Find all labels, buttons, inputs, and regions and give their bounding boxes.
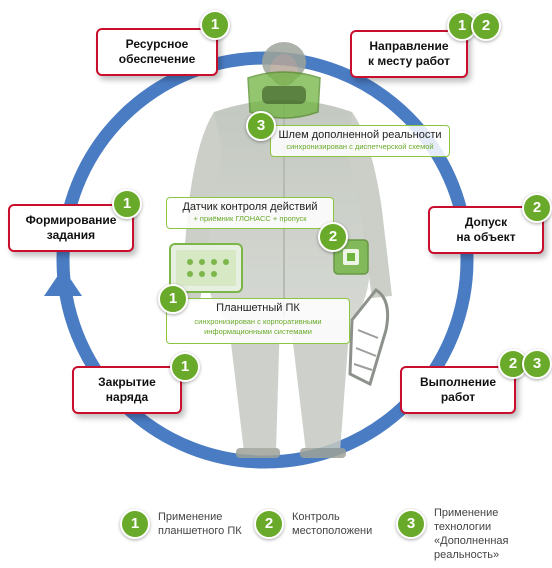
stage-closing-line-2: наряда [105, 390, 149, 404]
legend-text-1-line-2: планшетного ПК [158, 525, 242, 537]
stage-tasking-line-2: задания [46, 228, 96, 242]
stage-direction-line-1: Направление [369, 39, 449, 53]
legend-badge-3: 3 [396, 509, 426, 539]
stage-direction-badge-2: 2 [471, 11, 501, 41]
stage-execution-line-1: Выполнение [419, 375, 497, 389]
callout-sensor-badge: 2 [318, 222, 348, 252]
callout-tablet-badge: 1 [158, 284, 188, 314]
stage-tasking-line-1: Формирование [25, 213, 117, 227]
ar-helmet-visor-icon [247, 71, 321, 119]
stage-admission-badge: 2 [522, 193, 552, 223]
stage-admission-line-2: на объект [456, 230, 516, 244]
stage-resource-badge: 1 [200, 10, 230, 40]
stage-resource-line-1: Ресурсное [125, 37, 189, 51]
legend-badge-1: 1 [120, 509, 150, 539]
legend-text-3-line-1: Применение [434, 507, 499, 519]
stage-closing-line-1: Закрытие [98, 375, 156, 389]
stage-execution-badge-2: 3 [522, 349, 552, 379]
cycle-arrow-icon [44, 268, 82, 296]
tablet-pc-device-icon [169, 243, 243, 293]
stage-execution-line-2: работ [440, 390, 476, 404]
callout-helmet-title: Шлем дополненной реальности [278, 129, 442, 141]
callout-sensor-title: Датчик контроля действий [182, 201, 318, 213]
callout-helmet-badge: 3 [246, 111, 276, 141]
legend-text-3-line-3: «Дополненная [434, 535, 509, 547]
legend-text-2: Контроль местоположени [292, 510, 372, 538]
callout-tablet-subtitle-line-1: синхронизирован с корпоративными [194, 317, 322, 326]
stage-direction-line-2: к месту работ [368, 54, 450, 68]
legend-text-1: Применение планшетного ПК [158, 510, 242, 538]
callout-tablet-subtitle-line-2: информационными системами [204, 327, 312, 336]
stage-tasking-badge: 1 [112, 189, 142, 219]
stage-execution-badge-1: 2 [498, 349, 528, 379]
legend-text-1-line-1: Применение [158, 511, 223, 523]
legend-text-3: Применение технологии «Дополненная реаль… [434, 506, 508, 562]
callout-sensor: Датчик контроля действий + приёмник ГЛОН… [166, 197, 334, 229]
callout-tablet-title: Планшетный ПК [216, 302, 300, 314]
legend-text-2-line-2: местоположени [292, 525, 373, 537]
legend-text-3-line-2: технологии [434, 521, 492, 533]
stage-admission-line-1: Допуск [464, 215, 508, 229]
callout-tablet: Планшетный ПК синхронизирован с корпорат… [166, 298, 350, 344]
callout-helmet-subtitle: синхронизирован с диспетчерской схемой [286, 142, 434, 151]
callout-helmet: Шлем дополненной реальности синхронизиро… [270, 125, 450, 157]
stage-resource-line-2: обеспечение [118, 52, 196, 66]
legend-text-2-line-1: Контроль [292, 511, 340, 523]
stage-closing-badge: 1 [170, 352, 200, 382]
callout-sensor-subtitle: + приёмник ГЛОНАСС + пропуск [193, 214, 307, 223]
legend-badge-2: 2 [254, 509, 284, 539]
legend-text-3-line-4: реальность» [434, 549, 500, 561]
